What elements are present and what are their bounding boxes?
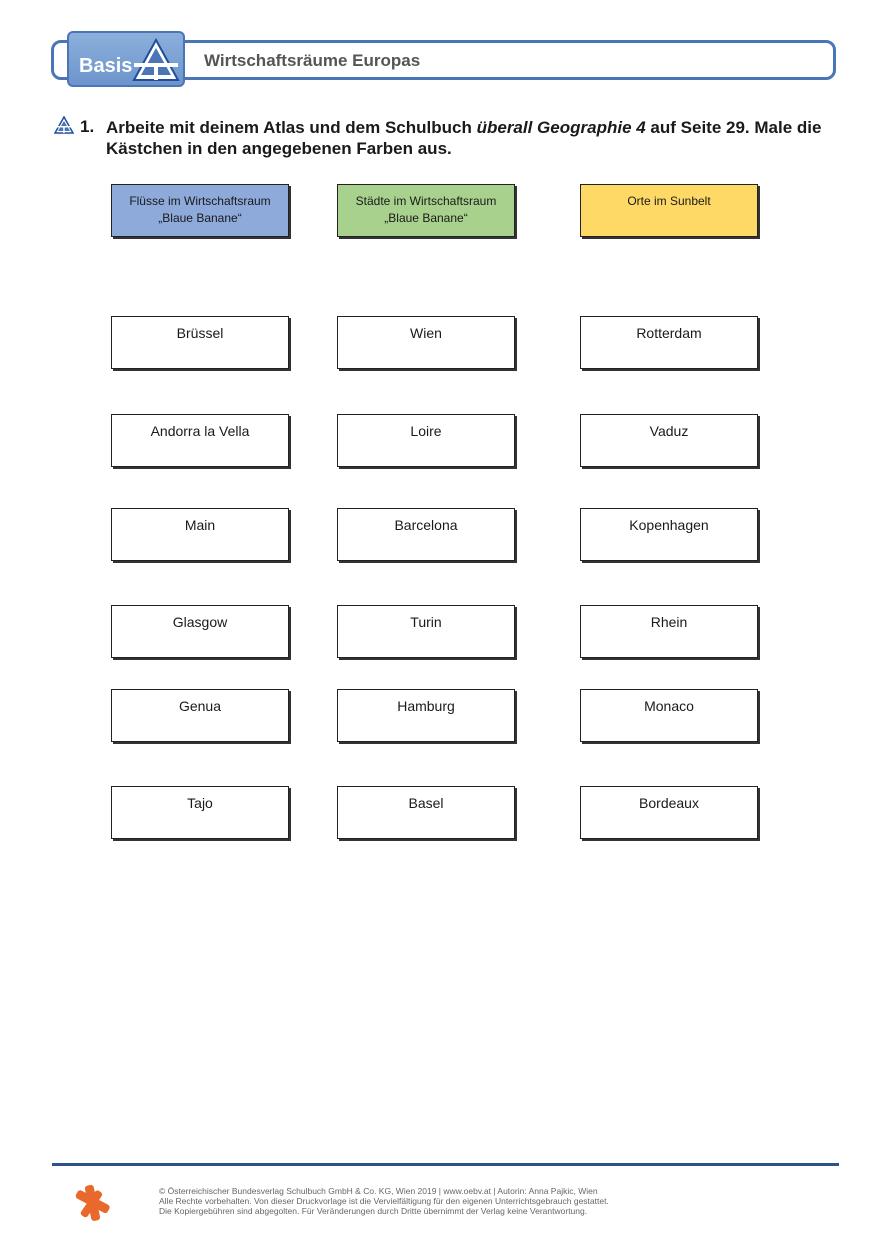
color-box[interactable]: Barcelona xyxy=(337,508,515,561)
place-name: Brüssel xyxy=(176,325,224,341)
place-name: Glasgow xyxy=(172,614,228,630)
color-box[interactable]: Main xyxy=(111,508,289,561)
legend-line: Flüsse im Wirtschaftsraum xyxy=(129,194,271,208)
publisher-logo-icon xyxy=(75,1184,110,1221)
color-box[interactable]: Bordeaux xyxy=(580,786,758,839)
place-name: Loire xyxy=(410,423,442,439)
place-name: Kopenhagen xyxy=(629,517,709,533)
footer-copyright: © Österreichischer Bundesverlag Schulbuc… xyxy=(159,1186,609,1216)
task-text-part: auf Seite 29. Male die Kästchen in den a… xyxy=(106,118,822,158)
place-name: Genua xyxy=(178,698,222,714)
color-box[interactable]: Andorra la Vella xyxy=(111,414,289,467)
footer-line: Die Kopiergebühren sind abgegolten. Für … xyxy=(159,1206,588,1216)
place-name: Turin xyxy=(410,614,442,630)
pyramid-icon xyxy=(132,37,180,81)
place-name: Barcelona xyxy=(394,517,458,533)
footer-line: Alle Rechte vorbehalten. Von dieser Druc… xyxy=(159,1196,609,1206)
legend-line: Orte im Sunbelt xyxy=(627,194,711,208)
color-box[interactable]: Hamburg xyxy=(337,689,515,742)
color-box[interactable]: Kopenhagen xyxy=(580,508,758,561)
color-box[interactable]: Brüssel xyxy=(111,316,289,369)
color-box[interactable]: Glasgow xyxy=(111,605,289,658)
legend-label: Flüsse im Wirtschaftsraum „Blaue Banane“ xyxy=(112,185,288,227)
place-name: Vaduz xyxy=(649,423,689,439)
color-box[interactable]: Monaco xyxy=(580,689,758,742)
legend-line: „Blaue Banane“ xyxy=(384,211,468,225)
legend-label: Orte im Sunbelt xyxy=(581,185,757,210)
color-box[interactable]: Turin xyxy=(337,605,515,658)
task-number: 1. xyxy=(80,117,95,136)
color-box[interactable]: Genua xyxy=(111,689,289,742)
place-name: Hamburg xyxy=(397,698,455,714)
place-name: Andorra la Vella xyxy=(150,423,250,439)
legend-sunbelt-box: Orte im Sunbelt xyxy=(580,184,758,237)
color-box[interactable]: Basel xyxy=(337,786,515,839)
color-box[interactable]: Wien xyxy=(337,316,515,369)
badge-label: Basis xyxy=(79,55,133,77)
place-name: Main xyxy=(184,517,216,533)
color-box[interactable]: Rotterdam xyxy=(580,316,758,369)
page-title: Wirtschaftsräume Europas xyxy=(204,51,421,70)
legend-line: „Blaue Banane“ xyxy=(158,211,242,225)
place-name: Rotterdam xyxy=(636,325,702,341)
place-name: Tajo xyxy=(187,795,213,811)
basis-badge: Basis xyxy=(67,31,185,87)
footer-divider xyxy=(52,1163,839,1166)
basis-level-icon xyxy=(54,116,74,134)
place-name: Monaco xyxy=(644,698,694,714)
place-name: Basel xyxy=(408,795,444,811)
place-name: Wien xyxy=(410,325,442,341)
footer-line: © Österreichischer Bundesverlag Schulbuc… xyxy=(159,1186,598,1196)
place-name: Rhein xyxy=(650,614,688,630)
color-box[interactable]: Loire xyxy=(337,414,515,467)
book-title: überall Geographie 4 xyxy=(476,118,646,137)
color-box[interactable]: Rhein xyxy=(580,605,758,658)
color-box[interactable]: Vaduz xyxy=(580,414,758,467)
task-text-part: Arbeite mit deinem Atlas und dem Schulbu… xyxy=(106,118,477,137)
color-box[interactable]: Tajo xyxy=(111,786,289,839)
place-name: Bordeaux xyxy=(639,795,699,811)
legend-rivers-box: Flüsse im Wirtschaftsraum „Blaue Banane“ xyxy=(111,184,289,237)
legend-line: Städte im Wirtschaftsraum xyxy=(355,194,497,208)
legend-cities-box: Städte im Wirtschaftsraum „Blaue Banane“ xyxy=(337,184,515,237)
legend-label: Städte im Wirtschaftsraum „Blaue Banane“ xyxy=(338,185,514,227)
task-instruction: Arbeite mit deinem Atlas und dem Schulbu… xyxy=(106,117,846,159)
